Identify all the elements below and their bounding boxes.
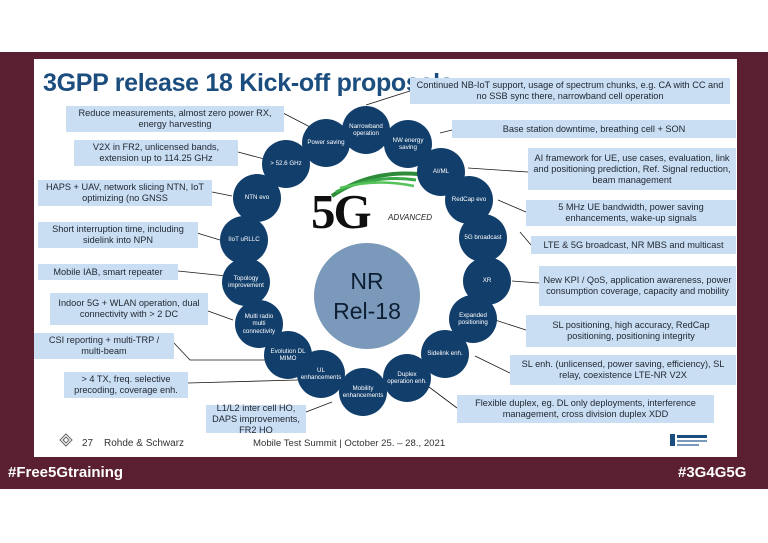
right-box-2: Base station downtime, breathing cell + … (452, 120, 736, 138)
hashtag-3g4g5g: #3G4G5G (678, 464, 747, 481)
right-box-9: Flexible duplex, eg. DL only deployments… (457, 395, 714, 423)
left-box-8: > 4 TX, freq. selective precoding, cover… (64, 372, 188, 398)
node-duplex-operation: Duplex operation enh. (383, 354, 431, 402)
company-name: Rohde & Schwarz (104, 438, 185, 449)
rohde-schwarz-logo-icon (59, 433, 73, 447)
node-power-saving: Power saving (302, 119, 350, 167)
node-5g-broadcast: 5G broadcast (459, 214, 507, 262)
left-box-3: HAPS + UAV, network slicing NTN, IoT opt… (38, 180, 212, 206)
right-box-8: SL enh. (unlicensed, power saving, effic… (510, 355, 736, 385)
right-box-1: Continued NB-IoT support, usage of spect… (410, 78, 730, 104)
node-mobility-enhancements: Mobility enhancements (339, 368, 387, 416)
core-line-1: NR (350, 268, 384, 294)
page-number: 27 (82, 438, 94, 449)
right-box-3: AI framework for UE, use cases, evaluati… (528, 148, 736, 190)
right-box-5: LTE & 5G broadcast, NR MBS and multicast (531, 236, 736, 254)
node-redcap-evo: RedCap evo (445, 176, 493, 224)
left-box-1: Reduce measurements, almost zero power R… (66, 106, 284, 132)
node-narrowband-operation: Narrowband operation (342, 106, 390, 154)
node-topology-improvement: Topology improvement (222, 258, 270, 306)
left-box-2: V2X in FR2, unlicensed bands, extension … (74, 140, 238, 166)
right-box-7: SL positioning, high accuracy, RedCap po… (526, 315, 736, 347)
right-box-4: 5 MHz UE bandwidth, power saving enhance… (526, 200, 736, 226)
left-box-7: CSI reporting + multi-TRP / multi-beam (34, 333, 174, 359)
mobile-test-summit-logo-icon (670, 434, 707, 446)
advanced-label: ADVANCED (388, 213, 433, 222)
5g-logo: 5G (311, 184, 372, 239)
left-box-6: Indoor 5G + WLAN operation, dual connect… (50, 293, 208, 325)
core-line-2: Rel-18 (333, 298, 401, 324)
hashtag-free5gtraining: #Free5Gtraining (8, 464, 124, 481)
right-box-6: New KPI / QoS, application awareness, po… (539, 266, 736, 306)
node-iiot-urllc: IIoT uRLLC (220, 216, 268, 264)
left-box-9: L1/L2 inter cell HO, DAPS improvements, … (206, 403, 306, 435)
left-box-5: Mobile IAB, smart repeater (38, 264, 178, 280)
nr-rel18-core: NR Rel-18 (314, 243, 420, 349)
node-sidelink-enh: Sidelink enh. (421, 330, 469, 378)
left-box-4: Short interruption time, including sidel… (38, 222, 198, 248)
5g-swoosh-icon (330, 171, 419, 198)
slide-title: 3GPP release 18 Kick-off proposals (43, 69, 454, 97)
node-multi-radio: Multi radio multi connectivity (235, 300, 283, 348)
node-evolution-dl-mimo: Evolution DL MIMO (264, 331, 312, 379)
event-label: Mobile Test Summit | October 25. – 28., … (253, 438, 446, 449)
